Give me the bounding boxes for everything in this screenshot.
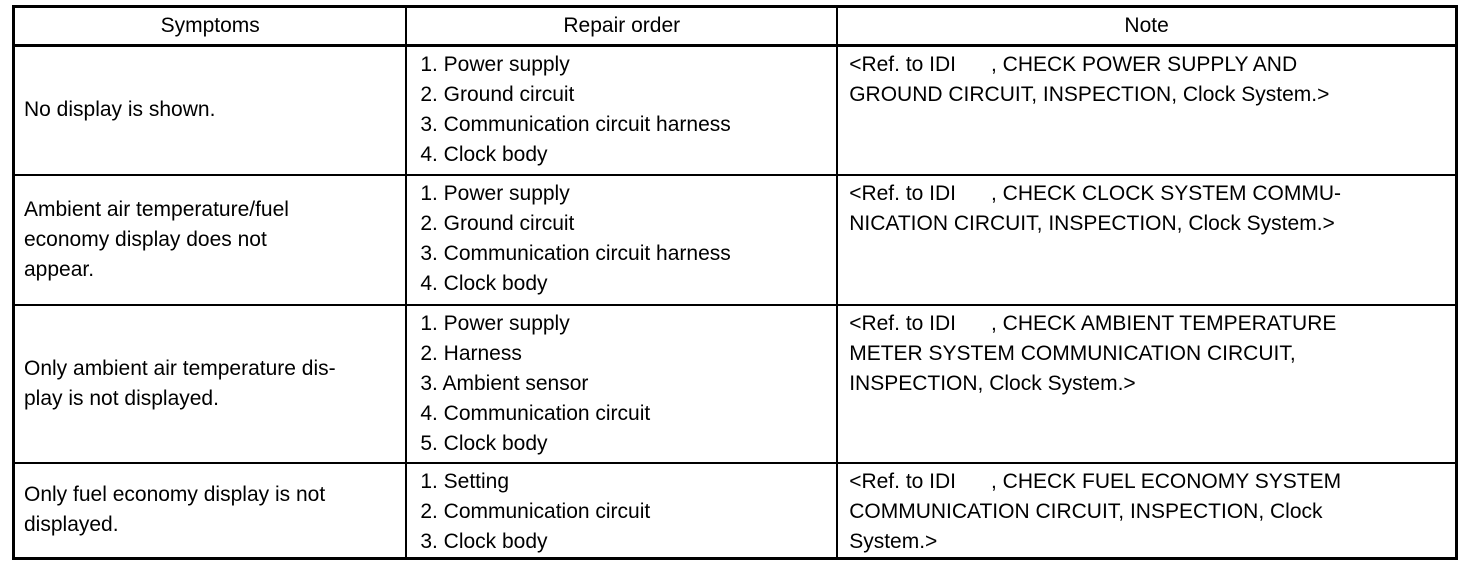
symptom-cell: No display is shown.	[12, 44, 408, 176]
table-header-row: Symptoms Repair order Note	[12, 5, 1458, 47]
note-cell: <Ref. to IDI , CHECK FUEL ECONOMY SYSTEM…	[836, 461, 1458, 560]
note-cell: <Ref. to IDI , CHECK POWER SUPPLY AND GR…	[836, 44, 1458, 176]
column-header-repair-order: Repair order	[405, 5, 839, 47]
diagnostics-table: Symptoms Repair order Note No display is…	[12, 5, 1458, 560]
table-row: Ambient air temperature/fuel economy dis…	[12, 173, 1458, 306]
repair-order-cell: 1. Setting 2. Communication circuit 3. C…	[405, 461, 839, 560]
note-cell: <Ref. to IDI , CHECK AMBIENT TEMPERATURE…	[836, 303, 1458, 464]
table-row: No display is shown. 1. Power supply 2. …	[12, 44, 1458, 176]
symptom-cell: Only ambient air temperature dis- play i…	[12, 303, 408, 464]
repair-order-cell: 1. Power supply 2. Harness 3. Ambient se…	[405, 303, 839, 464]
symptom-cell: Only fuel economy display is not display…	[12, 461, 408, 560]
note-cell: <Ref. to IDI , CHECK CLOCK SYSTEM COMMU-…	[836, 173, 1458, 306]
column-header-symptoms: Symptoms	[12, 5, 408, 47]
symptom-cell: Ambient air temperature/fuel economy dis…	[12, 173, 408, 306]
column-header-note: Note	[836, 5, 1458, 47]
repair-order-cell: 1. Power supply 2. Ground circuit 3. Com…	[405, 173, 839, 306]
table-row: Only fuel economy display is not display…	[12, 461, 1458, 560]
repair-order-cell: 1. Power supply 2. Ground circuit 3. Com…	[405, 44, 839, 176]
table-row: Only ambient air temperature dis- play i…	[12, 303, 1458, 464]
